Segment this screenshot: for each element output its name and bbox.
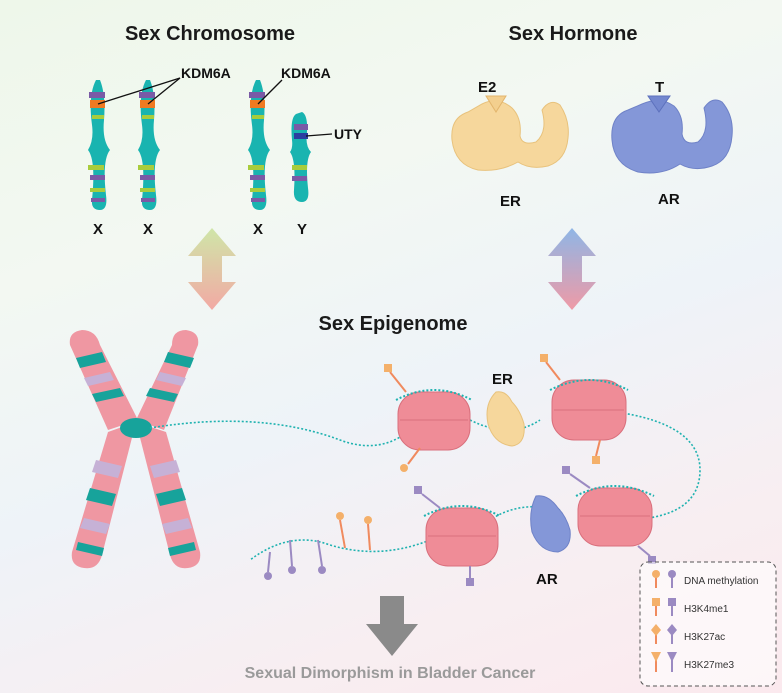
estrogen-receptor	[451, 100, 569, 171]
legend-item: H3K4me1	[684, 604, 729, 615]
double-arrow-icon	[188, 228, 236, 310]
bottom-conclusion: Sexual Dimorphism in Bladder Cancer	[245, 665, 536, 682]
kdm6a-locus	[90, 100, 105, 108]
histone-marks	[264, 354, 656, 586]
sex-chromosome-title: Sex Chromosome	[125, 23, 295, 45]
t-label: T	[655, 79, 664, 96]
x-chromosome-3	[248, 80, 270, 210]
ar-label: AR	[658, 191, 680, 208]
x-label: X	[253, 221, 263, 238]
e2-ligand	[485, 95, 507, 113]
nucleosome	[395, 389, 473, 451]
estrogen-receptor-bound	[486, 391, 525, 447]
kdm6a-label: KDM6A	[181, 65, 231, 81]
uty-leader-line	[305, 133, 333, 137]
centromere	[120, 418, 152, 438]
y-label: Y	[297, 221, 307, 238]
androgen-receptor-bound	[530, 495, 571, 553]
legend-item: DNA methylation	[684, 576, 758, 587]
x-chromosome-1	[88, 80, 110, 210]
er-label: ER	[500, 193, 521, 210]
nucleosome	[549, 379, 629, 441]
dna-strand	[149, 409, 701, 561]
nucleosome	[575, 485, 655, 547]
uty-locus	[294, 133, 308, 139]
legend-item: H3K27ac	[684, 632, 725, 643]
kdm6a-leader-line	[147, 77, 181, 105]
er-label-epigenome: ER	[492, 371, 513, 388]
legend: DNA methylation H3K4me1 H3K27ac H3K27me3	[639, 561, 777, 687]
nucleosome	[423, 505, 501, 567]
x-chromosome-2	[138, 80, 160, 210]
down-arrow-icon	[366, 596, 418, 656]
e2-label: E2	[478, 79, 496, 96]
x-label: X	[143, 221, 153, 238]
androgen-receptor	[611, 99, 733, 174]
double-arrow-icon	[548, 228, 596, 310]
uty-label: UTY	[334, 126, 363, 142]
kdm6a-locus	[140, 100, 155, 108]
legend-item: H3K27me3	[684, 660, 734, 671]
sex-hormone-title: Sex Hormone	[509, 23, 638, 45]
sex-epigenome-title: Sex Epigenome	[319, 313, 468, 335]
kdm6a-label: KDM6A	[281, 65, 331, 81]
ar-label-epigenome: AR	[536, 571, 558, 588]
kdm6a-locus	[250, 100, 265, 108]
t-ligand	[647, 95, 671, 113]
y-chromosome	[290, 112, 311, 202]
x-label: X	[93, 221, 103, 238]
kdm6a-leader-line	[97, 77, 181, 105]
kdm6a-leader-line	[257, 79, 283, 105]
metaphase-chromosome	[69, 330, 201, 569]
